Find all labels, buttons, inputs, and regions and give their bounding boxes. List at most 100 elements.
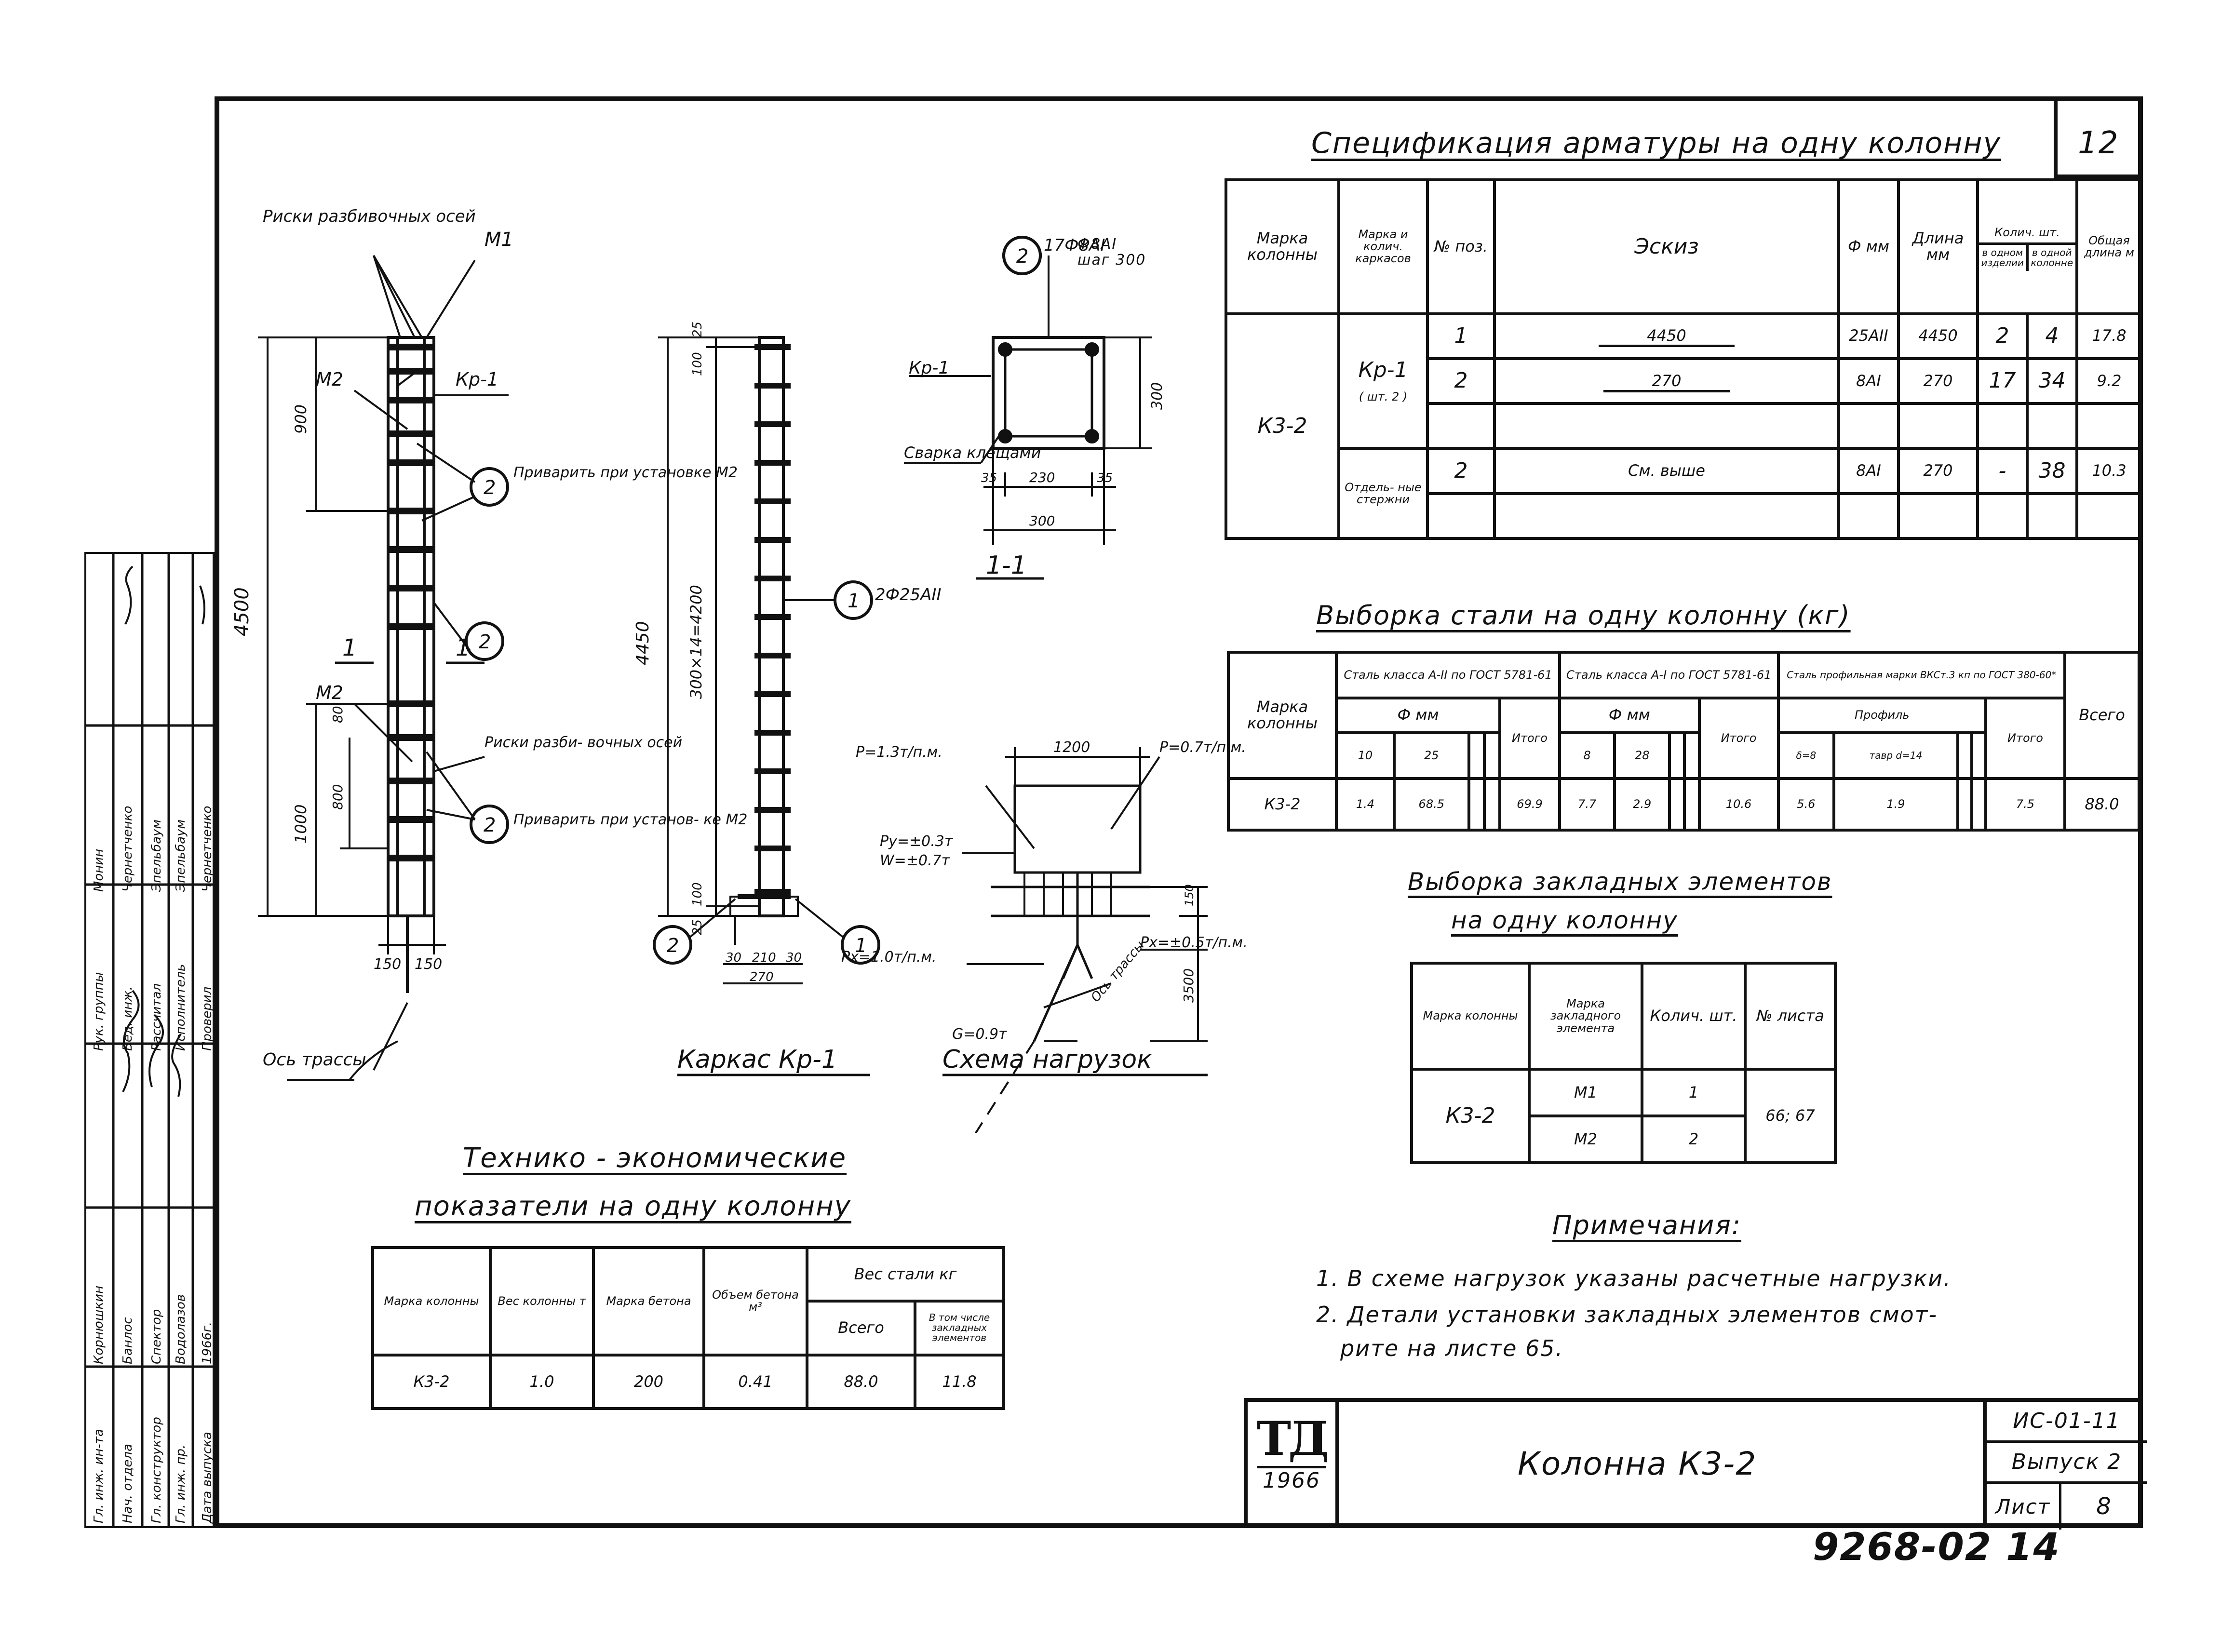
spec-pos: 2: [1426, 447, 1496, 495]
spec-qty-item: -: [1976, 447, 2029, 495]
sheet-row: Лист 8: [1987, 1484, 2147, 1530]
callout-1-b: 1: [855, 935, 867, 957]
spec-h-sketch: Эскиз: [1493, 178, 1840, 315]
steel-value: 5.6: [1777, 777, 1836, 832]
spec-empty-cell: [2075, 402, 2143, 450]
embed-table-subtitle: на одну колонну: [1451, 906, 1678, 934]
label-m2-top: М2: [316, 369, 343, 390]
callout-2-a: 2: [484, 477, 496, 499]
label-axis-route: Ось трассы: [1088, 938, 1147, 1005]
tech-h-weight: Вес колонны т: [489, 1246, 595, 1357]
spec-empty-cell: [1493, 492, 1840, 540]
label-frame-kr1: Каркас Кр-1: [677, 1045, 837, 1074]
spec-total: 17.8: [2075, 312, 2143, 360]
spec-dia: 8АI: [1837, 447, 1900, 495]
svg-text:2: 2: [1016, 245, 1028, 268]
steel-total: 69.9: [1498, 777, 1561, 832]
callout-2-d: 2: [667, 935, 679, 957]
tech-table: Марка колонны Вес колонны т Марка бетона…: [371, 1246, 1005, 1410]
notes-title: Примечания:: [1552, 1210, 1742, 1240]
steel-h-dia: Ф мм: [1558, 697, 1701, 734]
section-mark-1-a: 1: [342, 634, 357, 661]
label-load-w: W=±0.7т: [880, 852, 951, 869]
logo-cell: ТД 1966: [1248, 1402, 1339, 1528]
label-section-1-1: 1-1: [986, 551, 1027, 580]
callout-2-section: 2: [1002, 236, 1042, 275]
spec-h-mark: Марка колонны: [1225, 178, 1340, 315]
dim-35-a: 35: [981, 471, 997, 485]
dim-150-b: 150: [415, 956, 442, 973]
spec-h-qty-group: Колич. шт. в одном изделии в одной колон…: [1976, 178, 2078, 315]
spec-dia: 25АII: [1837, 312, 1900, 360]
steel-h-total: Итого: [1984, 697, 2066, 780]
steel-h-d28: 28: [1613, 731, 1671, 780]
spec-sketch: См. выше: [1493, 447, 1840, 495]
spec-dia: 8АI: [1837, 357, 1900, 405]
embed-h-qty: Колич. шт.: [1641, 962, 1747, 1071]
steel-empty-cell: [1970, 731, 1988, 780]
label-bar1: 2Ф25АII: [875, 585, 941, 604]
steel-grand-total: 88.0: [2063, 777, 2140, 832]
spec-table: Марка колонны Марка и колич. каркасов № …: [1225, 178, 2143, 540]
dim-1200: 1200: [1053, 739, 1090, 756]
spec-empty-cell: [1976, 492, 2029, 540]
steel-value: 2.9: [1613, 777, 1671, 832]
steel-h-class1: Сталь класса А-I по ГОСТ 5781-61: [1558, 650, 1780, 700]
dim-300-horizontal: 300: [1029, 513, 1055, 529]
note-1: 1. В схеме нагрузок указаны расчетные на…: [1316, 1265, 1952, 1291]
embed-element: М1: [1528, 1068, 1643, 1117]
spec-frame-qty: ( шт. 2 ): [1359, 389, 1408, 403]
dim-210: 210: [752, 951, 776, 965]
embed-sheets: 66; 67: [1744, 1068, 1837, 1164]
tech-h-steel-embedded: В том числе закладных элементов: [914, 1300, 1005, 1357]
spec-empty-cell: [1976, 402, 2029, 450]
steel-h-p1: δ=8: [1777, 731, 1836, 780]
label-load-px1: Pх=1.0т/п.м.: [841, 949, 937, 966]
label-kr1-top: Кр-1: [456, 369, 498, 390]
title-block: ТД 1966 Колонна К3-2 ИС-01-11 Выпуск 2 Л…: [1244, 1398, 2147, 1530]
drawing-name: Колонна К3-2: [1518, 1445, 1757, 1482]
spec-empty-cell: [1426, 492, 1496, 540]
label-weld-clamps: Сварка клещами: [904, 443, 1041, 462]
dim-150-c: 150: [1183, 884, 1196, 906]
tech-h-steel: Вес стали кг: [806, 1246, 1005, 1303]
logo-year: 1966: [1257, 1466, 1326, 1493]
label-axis: Ось трассы: [263, 1050, 366, 1070]
dim-25-b: 25: [690, 919, 705, 935]
embed-element: М2: [1528, 1115, 1643, 1164]
spec-length: 270: [1897, 447, 1979, 495]
steel-empty-cell: [1467, 731, 1486, 780]
callout-2-e: 2: [1016, 245, 1028, 268]
spec-empty-cell: [1897, 402, 1979, 450]
tech-concrete: 200: [592, 1353, 705, 1410]
dim-1000: 1000: [292, 805, 310, 844]
series-cell: ИС-01-11 Выпуск 2 Лист 8: [1983, 1402, 2147, 1530]
label-load-g: G=0.9т: [952, 1026, 1008, 1043]
label-load-scheme: Схема нагрузок: [942, 1045, 1152, 1074]
spec-empty-cell: [2025, 492, 2079, 540]
spec-qty-column: 34: [2025, 357, 2079, 405]
embed-h-element: Марка закладного элемента: [1528, 962, 1643, 1071]
label-risk-axes-2: Риски разби- вочных осей: [485, 734, 682, 751]
dim-900: 900: [292, 404, 310, 434]
spec-pos: 1: [1426, 312, 1496, 360]
spec-sketch: 4450: [1493, 312, 1840, 360]
steel-table: Марка колонны Сталь класса А-II по ГОСТ …: [1227, 650, 2140, 832]
steel-h-total: Итого: [1697, 697, 1780, 780]
spec-total: 9.2: [2075, 357, 2143, 405]
embed-mark: К3-2: [1410, 1068, 1531, 1164]
dim-4500: 4500: [231, 587, 253, 636]
spec-column-mark: К3-2: [1225, 312, 1340, 540]
tech-table-title: Технико - экономические: [463, 1142, 847, 1174]
tech-weight: 1.0: [489, 1353, 595, 1410]
label-load-p1: P=1.3т/п.м.: [856, 744, 942, 761]
signature-scribbles: [122, 565, 205, 1097]
steel-empty-cell: [1956, 777, 1973, 832]
embed-qty: 1: [1641, 1068, 1747, 1117]
label-load-py: Pу=±0.3т: [880, 833, 954, 850]
steel-value: 1.9: [1832, 777, 1959, 832]
tech-h-volume: Объем бетона м³: [702, 1246, 808, 1357]
spec-pos: 2: [1426, 357, 1496, 405]
technical-drawings: Риски разбивочных осей М1 М2 Кр-1 Привар…: [231, 207, 1248, 1133]
embed-table: Марка колонны Марка закладного элемента …: [1410, 962, 1837, 1164]
